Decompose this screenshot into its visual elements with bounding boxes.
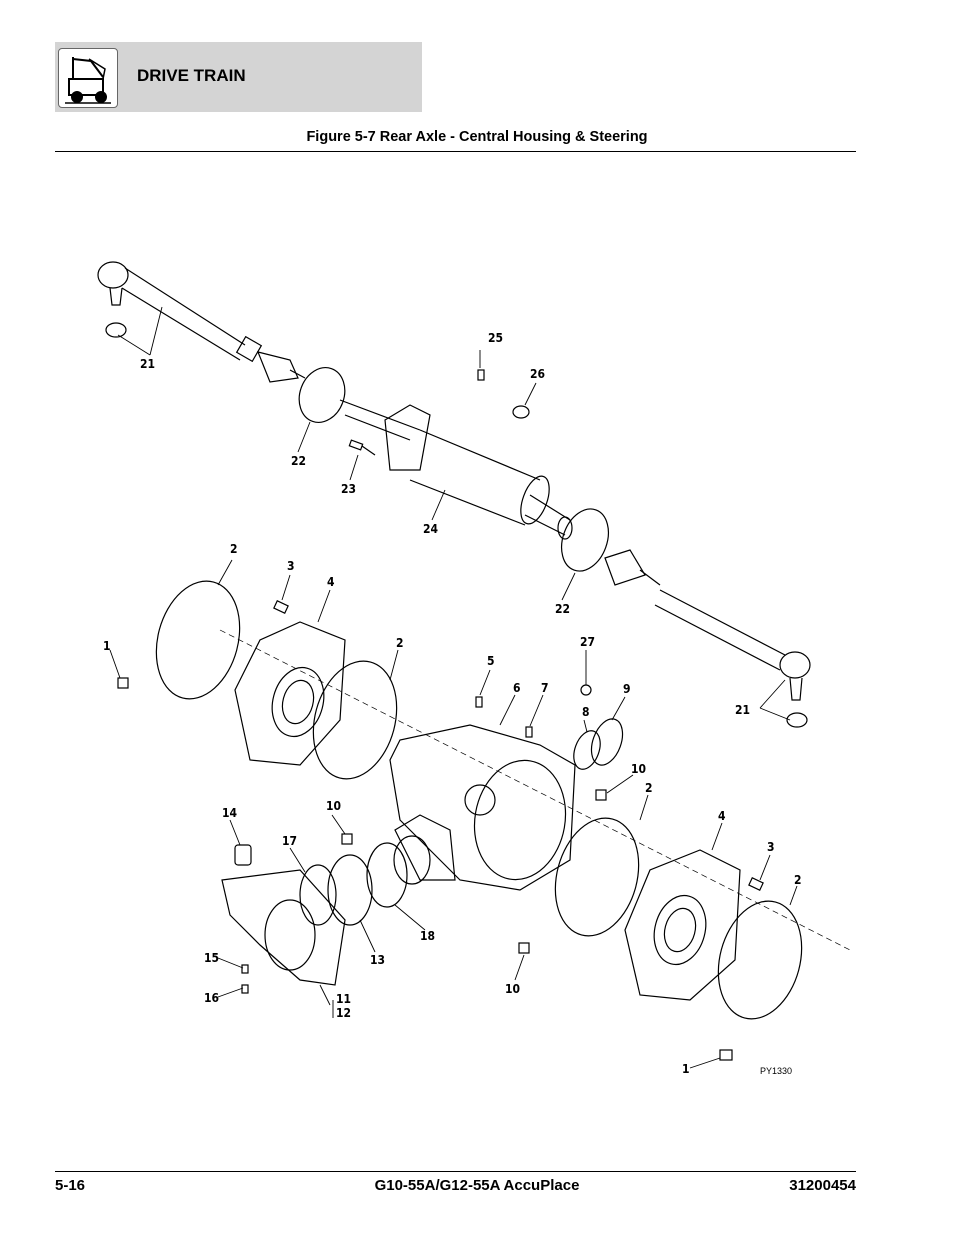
callout-13: 13	[370, 953, 385, 967]
section-title: DRIVE TRAIN	[137, 66, 246, 85]
callout-17: 17	[282, 834, 297, 848]
shim-upper	[298, 367, 346, 423]
shim-2-mid	[312, 660, 398, 780]
plug-10-lower	[518, 942, 530, 954]
callout-2-d: 2	[794, 873, 802, 887]
central-housing	[389, 696, 576, 891]
steering-cylinder	[339, 399, 573, 540]
hub-plate-right	[624, 849, 741, 1001]
callout-24: 24	[423, 522, 439, 536]
shim-lower	[561, 508, 609, 572]
ring-8	[573, 730, 601, 770]
callout-21-b: 21	[735, 703, 750, 717]
callout-22-a: 22	[291, 454, 306, 468]
callout-10-c: 10	[505, 982, 520, 996]
cap-26	[512, 405, 530, 419]
callout-3-b: 3	[767, 840, 775, 854]
page-number: 5-16	[55, 1177, 86, 1194]
bolt-1-upper	[117, 677, 129, 689]
tie-rod-upper	[97, 261, 306, 383]
callout-12: 12	[336, 1006, 351, 1020]
callout-10-a: 10	[631, 762, 646, 776]
callout-1-a: 1	[103, 639, 111, 653]
callout-18: 18	[420, 929, 435, 943]
callout-7: 7	[541, 681, 549, 695]
callout-2-a: 2	[230, 542, 238, 556]
callout-23: 23	[341, 482, 356, 496]
document-number: 31200454	[789, 1177, 856, 1194]
callout-25: 25	[488, 331, 503, 345]
callout-4-b: 4	[718, 809, 726, 823]
bolt-1-lower	[719, 1049, 733, 1061]
callout-9: 9	[623, 682, 631, 696]
model-name: G10-55A/G12-55A AccuPlace	[374, 1177, 580, 1194]
callout-16: 16	[204, 991, 219, 1005]
ring-18	[366, 842, 408, 908]
header-band: DRIVE TRAIN	[55, 42, 422, 112]
plug-10-right	[595, 789, 607, 801]
callout-2-c: 2	[645, 781, 653, 795]
forklift-icon	[58, 48, 118, 108]
plug-27	[580, 684, 592, 696]
bleeder-25	[477, 369, 485, 381]
callout-22-b: 22	[555, 602, 570, 616]
ring-9	[590, 718, 624, 766]
callout-6: 6	[513, 681, 521, 695]
header-rule	[55, 151, 856, 152]
callout-26: 26	[530, 367, 545, 381]
plug-10-left	[341, 833, 353, 845]
tie-rod-lower	[604, 549, 811, 728]
figure-title: Figure 5-7 Rear Axle - Central Housing &…	[306, 129, 648, 145]
shim-2-far-right	[717, 900, 803, 1020]
callout-21-a: 21	[140, 357, 155, 371]
figure-ref-code: PY1330	[760, 1066, 792, 1076]
callout-27: 27	[580, 635, 595, 649]
seal-17	[299, 864, 337, 926]
callout-15: 15	[204, 951, 219, 965]
callout-14: 14	[222, 806, 238, 820]
footer-rule	[55, 1171, 856, 1172]
shim-2-right	[554, 817, 640, 937]
callout-11: 11	[336, 992, 351, 1006]
bolt-3-left	[273, 600, 289, 614]
callout-1-b: 1	[682, 1062, 690, 1076]
callout-10-b: 10	[326, 799, 341, 813]
callout-4-a: 4	[327, 575, 335, 589]
callout-3-a: 3	[287, 559, 295, 573]
bearing-13	[327, 854, 373, 926]
bolt-3-right	[748, 877, 764, 891]
hub-plate-left	[234, 621, 346, 766]
shim-2-left	[155, 580, 241, 700]
callout-2-b: 2	[396, 636, 404, 650]
mount-bracket	[221, 844, 346, 994]
callout-5: 5	[487, 654, 495, 668]
callout-8: 8	[582, 705, 590, 719]
